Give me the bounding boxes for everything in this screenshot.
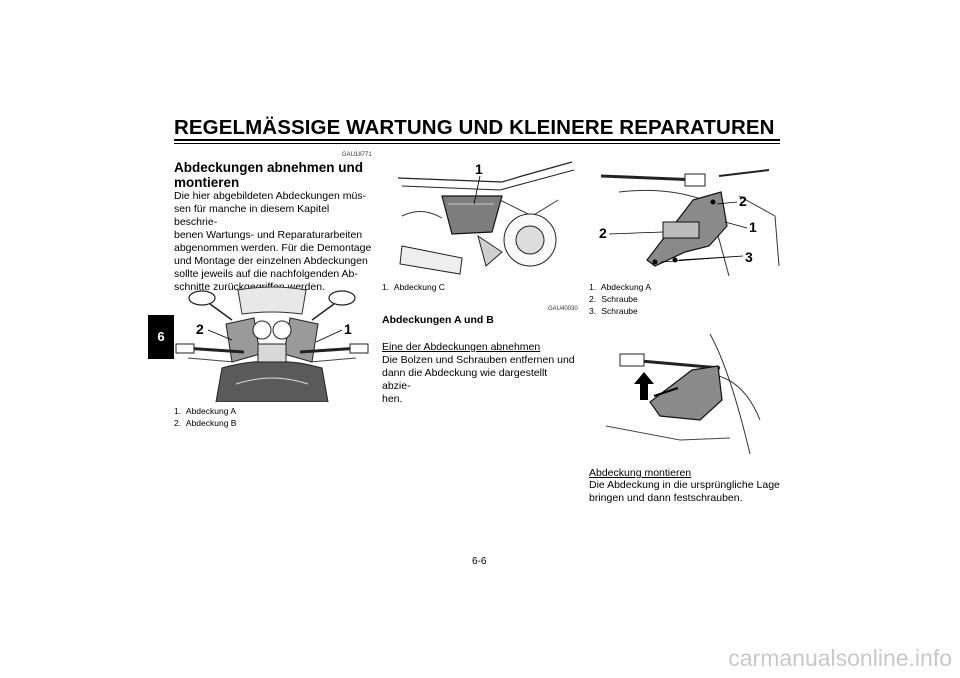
legend-item: 1. Abdeckung A bbox=[589, 282, 652, 292]
procedure-heading: Abdeckung montieren bbox=[589, 467, 692, 479]
section-code: GAU40030 bbox=[548, 306, 578, 312]
text-line: Die Bolzen und Schrauben entfernen und bbox=[382, 354, 575, 366]
page-title: REGELMÄSSIGE WARTUNG UND KLEINERE REPARA… bbox=[174, 116, 775, 139]
text-line: bringen und dann festschrauben. bbox=[589, 492, 743, 504]
text-line: sollte jeweils auf die nachfolgenden Ab- bbox=[174, 268, 358, 280]
figure-cover-removal bbox=[600, 330, 772, 454]
header-rule bbox=[174, 139, 780, 141]
callout-1: 1 bbox=[344, 321, 352, 337]
callout-2: 2 bbox=[739, 193, 747, 209]
section-heading: Abdeckungen abnehmen und montieren bbox=[174, 160, 364, 190]
legend-item: 1. Abdeckung C bbox=[382, 282, 445, 292]
callout-2: 2 bbox=[196, 321, 204, 337]
figure-legend: 1. Abdeckung A 2. Abdeckung B bbox=[174, 405, 236, 429]
procedure-paragraph: Die Bolzen und Schrauben entfernen und d… bbox=[382, 354, 578, 406]
figure-side-cover: 1 bbox=[382, 156, 578, 278]
subsection-heading: Abdeckungen A und B bbox=[382, 314, 494, 326]
callout-2-left: 2 bbox=[599, 225, 607, 241]
callout-3: 3 bbox=[745, 249, 753, 265]
callout-1: 1 bbox=[749, 219, 757, 235]
text-line: Die hier abgebildeten Abdeckungen müs- bbox=[174, 190, 367, 202]
watermark: carmanualsonline.info bbox=[728, 645, 952, 671]
legend-item: 2. Abdeckung B bbox=[174, 418, 237, 428]
text-line: benen Wartungs- und Reparaturarbeiten bbox=[174, 229, 363, 241]
chapter-tab: 6 bbox=[148, 315, 174, 359]
section-code: GAU18771 bbox=[342, 152, 372, 158]
text-line: dann die Abdeckung wie dargestellt abzie… bbox=[382, 367, 548, 392]
intro-paragraph: Die hier abgebildeten Abdeckungen müs- s… bbox=[174, 190, 374, 294]
text-line: und Montage der einzelnen Abdeckungen bbox=[174, 255, 368, 267]
legend-item: 1. Abdeckung A bbox=[174, 406, 237, 416]
legend-item: 2. Schraube bbox=[589, 294, 638, 304]
text-line: sen für manche in diesem Kapitel beschri… bbox=[174, 203, 330, 228]
callout-1: 1 bbox=[475, 161, 483, 177]
figure-legend: 1. Abdeckung A 2. Schraube 3. Schraube bbox=[589, 281, 651, 317]
text-line: abgenommen werden. Für die Demontage bbox=[174, 242, 372, 254]
header-rule-thin bbox=[174, 143, 780, 144]
figure-cover-screws: 2 1 2 3 bbox=[589, 156, 783, 280]
text-line: hen. bbox=[382, 393, 403, 405]
procedure-heading: Eine der Abdeckungen abnehmen bbox=[382, 341, 541, 353]
page-number: 6-6 bbox=[472, 556, 487, 567]
figure-legend: 1. Abdeckung C bbox=[382, 281, 445, 293]
figure-handlebar-covers: 2 1 bbox=[174, 284, 370, 402]
procedure-paragraph: Die Abdeckung in die ursprüngliche Lage … bbox=[589, 479, 783, 505]
legend-item: 3. Schraube bbox=[589, 306, 638, 316]
text-line: Die Abdeckung in die ursprüngliche Lage bbox=[589, 479, 780, 491]
